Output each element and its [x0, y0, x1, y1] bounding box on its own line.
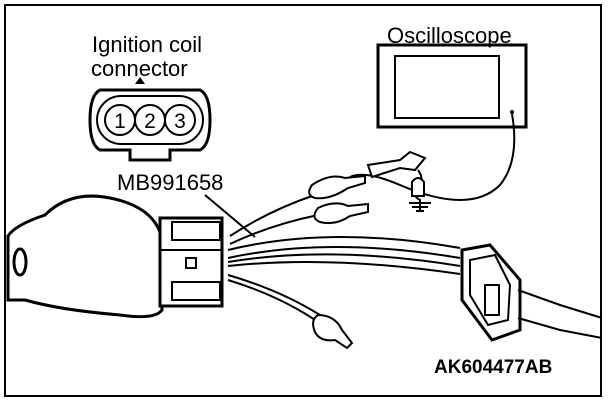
ignition-coil: [6, 194, 164, 319]
connector-pin-marker: [135, 77, 145, 84]
figure-code-label: AK604477AB: [434, 357, 553, 378]
oscilloscope-device: [376, 43, 528, 129]
connector-plug-block: [158, 216, 224, 308]
ignition-coil-connector-label: Ignition coil: [92, 32, 203, 57]
mb-label-leader: [204, 194, 256, 238]
harness-cable-end-1: [517, 289, 603, 319]
ground-symbol-icon: [409, 202, 431, 212]
oscilloscope-probe-body: [366, 150, 427, 179]
ignition-coil-connector-label-line2: connector: [91, 56, 188, 81]
connector-face: 1 2 3: [88, 77, 212, 162]
connector-pin-3: [164, 104, 196, 136]
alligator-clips: [308, 174, 369, 350]
pin-label-1: 1: [114, 110, 126, 133]
figure-border: [4, 4, 602, 397]
ground-clip: [411, 177, 425, 197]
pin-label-2: 2: [144, 110, 156, 133]
pin-label-3: 3: [174, 110, 186, 133]
harness-cable-end-2: [517, 317, 603, 339]
harness-connector-right: [460, 243, 522, 342]
oscilloscope-label: Oscilloscope: [387, 23, 512, 48]
harness-wires: [227, 194, 461, 323]
harness-part-number-label: MB991658: [117, 170, 224, 195]
